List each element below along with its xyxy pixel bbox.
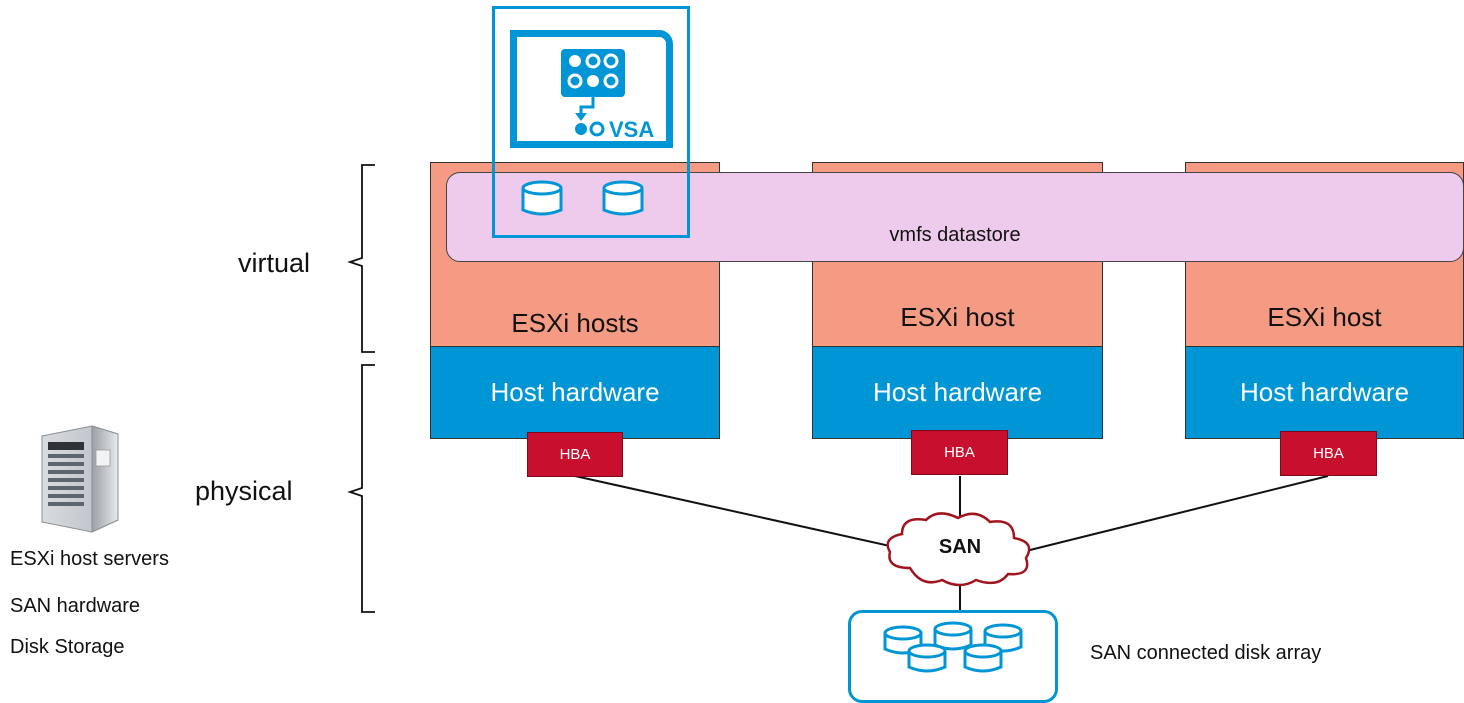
hba-3: HBA [1280, 431, 1377, 476]
vmfs-datastore-label: vmfs datastore [889, 224, 1021, 246]
host-hardware-3: Host hardware [1185, 346, 1464, 439]
san-cloud-icon [886, 512, 1031, 587]
esxi-host-1-label: ESXi hosts [511, 308, 639, 338]
legend-item-2: SAN hardware [10, 595, 141, 617]
disk-array-icon [883, 621, 1023, 673]
host-hardware-2: Host hardware [812, 346, 1103, 439]
link-hba3-san [1029, 475, 1329, 551]
server-tower-icon [41, 425, 119, 533]
hba-2: HBA [911, 430, 1008, 475]
vsa-disk-icon-1 [521, 180, 563, 216]
link-hba1-san [574, 475, 891, 547]
san-disk-array [848, 610, 1058, 703]
host-hardware-1: Host hardware [430, 346, 720, 439]
vsa-disk-icon-2 [602, 180, 644, 216]
physical-label: physical [195, 476, 293, 506]
physical-bracket [347, 364, 375, 613]
hba-1: HBA [527, 432, 623, 477]
virtual-label: virtual [238, 248, 311, 278]
legend-item-3: Disk Storage [10, 636, 125, 658]
esxi-host-2-label: ESXi host [900, 302, 1015, 332]
esxi-host-3-label: ESXi host [1267, 302, 1382, 332]
disk-array-label: SAN connected disk array [1090, 642, 1322, 664]
vsa-vm-frame [492, 6, 690, 238]
vsa-tile: VSA [510, 30, 673, 148]
vsa-disks [521, 180, 644, 216]
vsa-badge: VSA [609, 117, 655, 142]
vsa-icon [561, 49, 625, 137]
virtual-bracket [347, 164, 375, 353]
legend-item-1: ESXi host servers [10, 548, 169, 570]
san-label: SAN [938, 536, 982, 558]
